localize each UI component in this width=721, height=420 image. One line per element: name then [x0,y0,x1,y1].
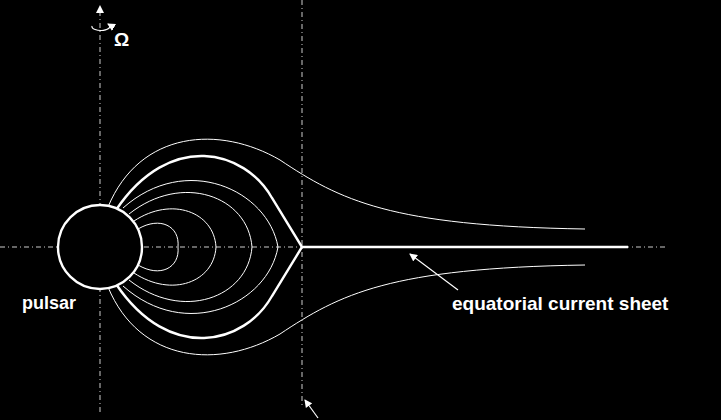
pointer-arrow [305,400,318,418]
pulsar-label: pulsar [22,294,76,314]
rotation-symbol [92,24,110,30]
light-cylinder [302,0,303,405]
rotation-label: Ω [114,30,129,51]
current-sheet-label: equatorial current sheet [452,294,668,315]
pulsar-star [58,205,142,289]
leader-line [410,254,458,290]
